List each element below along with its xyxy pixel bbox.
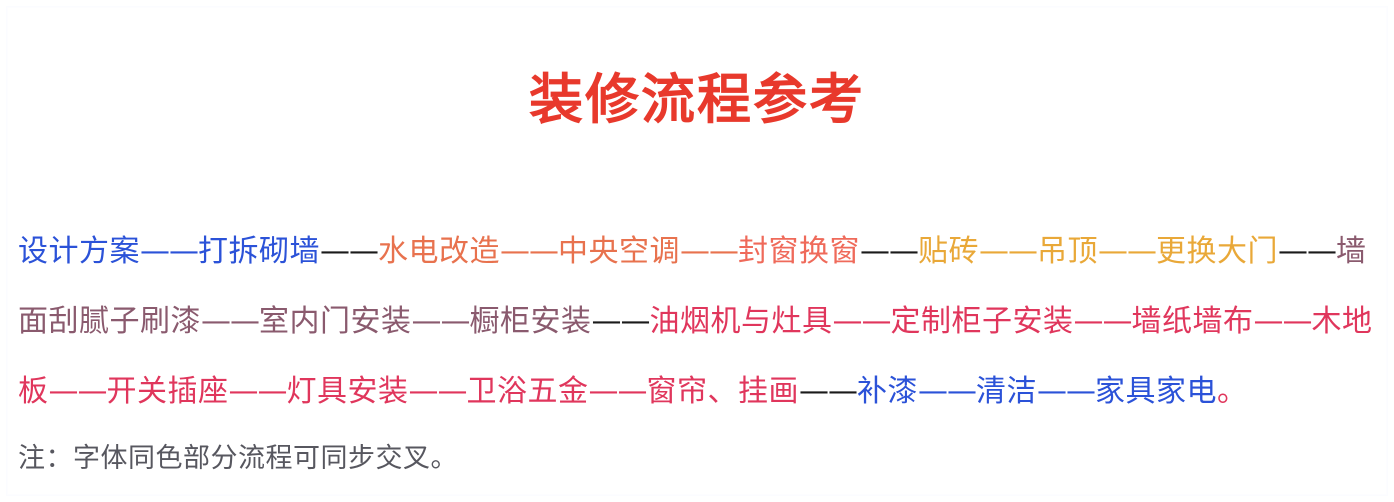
flow-step: 清洁 xyxy=(976,374,1037,410)
flow-step: 吊顶 xyxy=(1037,234,1098,270)
flow-separator: —— xyxy=(228,374,288,410)
flow-step: 室内门安装 xyxy=(259,304,412,340)
flow-step: 窗帘、挂画 xyxy=(646,374,799,410)
flow-separator: —— xyxy=(1253,304,1313,340)
flow-separator: —— xyxy=(979,234,1038,270)
flow-step: 卫浴五金 xyxy=(466,374,589,410)
flow-step: 定制柜子安装 xyxy=(890,304,1074,340)
flow-separator: —— xyxy=(1278,234,1337,270)
flow-separator: —— xyxy=(832,304,892,340)
flow-step: 墙纸墙布 xyxy=(1131,304,1254,340)
flow-step: 墙面刮腻子刷漆 xyxy=(18,234,1367,340)
flow-step: 中央空调 xyxy=(558,234,680,270)
flow-separator: —— xyxy=(1037,374,1096,410)
flow-separator: —— xyxy=(320,234,379,270)
flow-step: 橱柜安装 xyxy=(469,304,592,340)
flow-separator: —— xyxy=(860,234,919,270)
footnote-text: 注：字体同色部分流程可同步交叉。 xyxy=(18,443,458,475)
flow-separator: —— xyxy=(1073,304,1133,340)
flow-step: 灯具安装 xyxy=(286,374,409,410)
flow-step: 。 xyxy=(1217,374,1248,410)
flow-step: 补漆 xyxy=(857,374,918,410)
flow-step: 打拆砌墙 xyxy=(198,234,320,270)
flow-separator: —— xyxy=(500,234,559,270)
flow-step: 水电改造 xyxy=(378,234,500,270)
flow-step: 封窗换窗 xyxy=(738,234,860,270)
flow-step: 家具家电 xyxy=(1095,374,1217,410)
page-title: 装修流程参考 xyxy=(529,68,865,132)
flow-separator: —— xyxy=(408,374,468,410)
flow-separator: —— xyxy=(588,374,648,410)
flow-separator: —— xyxy=(918,374,977,410)
flow-step: 开关插座 xyxy=(106,374,229,410)
flow-step: 木地板 xyxy=(18,304,1373,410)
flow-separator: —— xyxy=(591,304,651,340)
flow-separator: —— xyxy=(799,374,858,410)
renovation-flow-text: 设计方案——打拆砌墙——水电改造——中央空调——封窗换窗——贴砖——吊顶——更换… xyxy=(0,163,1394,427)
flow-separator: —— xyxy=(201,304,260,340)
flow-separator: —— xyxy=(140,234,199,270)
flow-separator: —— xyxy=(411,304,471,340)
flow-separator: —— xyxy=(680,234,739,270)
flow-step: 油烟机与灶具 xyxy=(649,304,833,340)
flow-step: 设计方案 xyxy=(18,234,140,270)
flow-step: 更换大门 xyxy=(1156,234,1278,270)
flow-step: 贴砖 xyxy=(918,234,979,270)
flow-separator: —— xyxy=(48,374,108,410)
flow-separator: —— xyxy=(1098,234,1157,270)
